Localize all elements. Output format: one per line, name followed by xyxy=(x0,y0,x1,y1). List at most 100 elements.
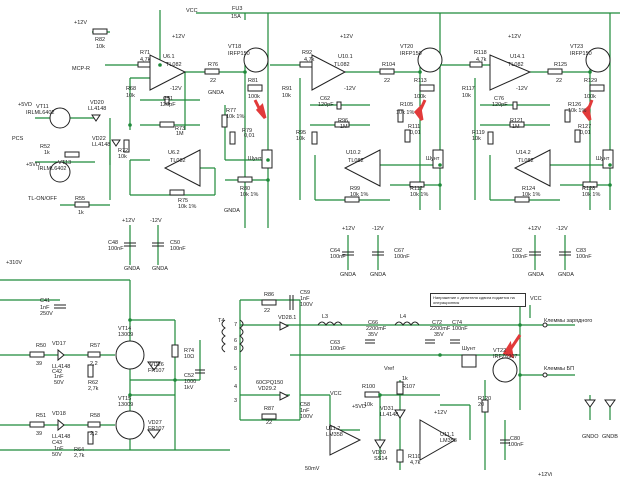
label-155: R62 xyxy=(88,380,99,386)
label-24: 1M xyxy=(176,131,184,137)
label-14: VT18 xyxy=(228,44,242,50)
label-13: 22 xyxy=(210,78,217,84)
label-77: 10k xyxy=(296,136,305,142)
label-185: 5 xyxy=(234,366,238,372)
label-113: R124 xyxy=(522,186,536,192)
label-70: C62 xyxy=(320,96,331,102)
label-47: +5VD xyxy=(26,162,40,168)
label-175: FR107 xyxy=(148,426,165,432)
label-194: L3 xyxy=(322,314,329,320)
label-100: 10k xyxy=(462,93,471,99)
decoupling-caps xyxy=(124,225,571,270)
label-21: C51 xyxy=(163,96,174,102)
label-114: 10k 1% xyxy=(522,192,541,198)
label-9: U6.1 xyxy=(163,54,175,60)
label-116: 10k 1% xyxy=(582,192,601,198)
label-207: VD29.2 xyxy=(258,386,277,392)
label-232: U11.2 xyxy=(326,426,341,432)
label-190: C59 xyxy=(300,290,311,296)
label-237: 4,7k xyxy=(410,460,421,466)
label-7: R71 xyxy=(140,50,151,56)
label-164: LL4148 xyxy=(52,434,71,440)
label-102: 120pF xyxy=(492,102,508,108)
label-61: -12V xyxy=(344,86,356,92)
label-212: 100V xyxy=(300,414,313,420)
label-186: 4 xyxy=(234,384,238,390)
label-235: SS14 xyxy=(374,456,388,462)
label-5: 15A xyxy=(231,14,241,20)
label-120: C48 xyxy=(108,240,119,246)
label-173: 13009 xyxy=(118,402,134,408)
label-198: L4 xyxy=(400,314,407,320)
label-240: C80 xyxy=(510,436,521,442)
label-17: 100k xyxy=(248,94,260,100)
label-137: 100nF xyxy=(512,254,528,260)
label-169: 50V xyxy=(52,452,62,458)
label-53: TL-ON/OFF xyxy=(28,196,58,202)
label-65: 22 xyxy=(384,78,391,84)
power-stage-components xyxy=(29,295,616,463)
label-88: R118 xyxy=(474,50,487,56)
label-223: +5VD xyxy=(352,404,366,410)
label-234: VD30 xyxy=(372,450,386,456)
label-161: R51 xyxy=(36,413,47,419)
label-138: C83 xyxy=(576,248,587,254)
label-112: TL082 xyxy=(518,158,534,164)
label-117: Шунт xyxy=(596,156,610,162)
label-38: VT11 xyxy=(36,104,49,110)
label-211: 1nF xyxy=(300,408,310,414)
label-15: IRFP150 xyxy=(228,51,250,57)
label-136: C82 xyxy=(512,248,523,254)
label-8: 4,7k xyxy=(140,57,151,63)
label-206: 60CPQ150 xyxy=(256,380,284,386)
label-101: C76 xyxy=(494,96,505,102)
label-151: 2,2 xyxy=(90,361,98,367)
label-236: R110 xyxy=(408,454,421,460)
label-195: C66 xyxy=(368,320,379,326)
label-128: C64 xyxy=(330,248,341,254)
label-49: VT13 xyxy=(58,160,72,166)
label-6: +12V xyxy=(172,34,185,40)
label-94: IRFP150 xyxy=(570,51,592,57)
label-200: 2200mF xyxy=(430,326,451,332)
label-163: VD18 xyxy=(52,411,66,417)
label-16: R81 xyxy=(248,78,259,84)
label-121: 100nF xyxy=(108,246,124,252)
label-152: C42 xyxy=(52,369,63,375)
label-99: R117 xyxy=(462,86,475,92)
label-86: Шунт xyxy=(426,156,440,162)
label-189: 22 xyxy=(264,308,271,314)
label-148: VD17 xyxy=(52,341,66,347)
label-201: 35V xyxy=(434,332,444,338)
label-204: C63 xyxy=(330,340,341,346)
label-118: +12V xyxy=(122,218,135,224)
label-158: 13009 xyxy=(118,332,134,338)
label-73: 1M xyxy=(340,124,348,130)
label-83: 10k 1% xyxy=(350,192,369,198)
label-154: 50V xyxy=(54,380,64,386)
label-109: R127 xyxy=(578,124,592,130)
label-153: 1nF xyxy=(54,374,64,380)
label-31: R75 xyxy=(178,198,189,204)
label-149: LL4148 xyxy=(52,364,71,370)
label-82: R99 xyxy=(350,186,361,192)
label-178: C52 xyxy=(184,373,195,379)
label-80: U10.2 xyxy=(346,150,361,156)
label-134: +12V xyxy=(528,226,541,232)
label-42: VD22 xyxy=(92,136,106,142)
label-51: R55 xyxy=(75,196,86,202)
label-160: FR107 xyxy=(148,368,165,374)
label-159: VD26 xyxy=(150,362,164,368)
label-219: Клеммы БП xyxy=(544,366,575,372)
label-238: R120 xyxy=(478,396,492,402)
label-177: 10Ω xyxy=(184,354,195,360)
label-187: 3 xyxy=(234,398,238,404)
label-184: 6 xyxy=(234,338,238,344)
label-229: +12V xyxy=(434,410,447,416)
label-228: LL4148 xyxy=(380,412,399,418)
label-68: R91 xyxy=(282,86,293,92)
label-180: 1kV xyxy=(184,385,194,391)
label-26: 10k 1% xyxy=(226,114,245,120)
label-166: 2,2 xyxy=(90,431,98,437)
